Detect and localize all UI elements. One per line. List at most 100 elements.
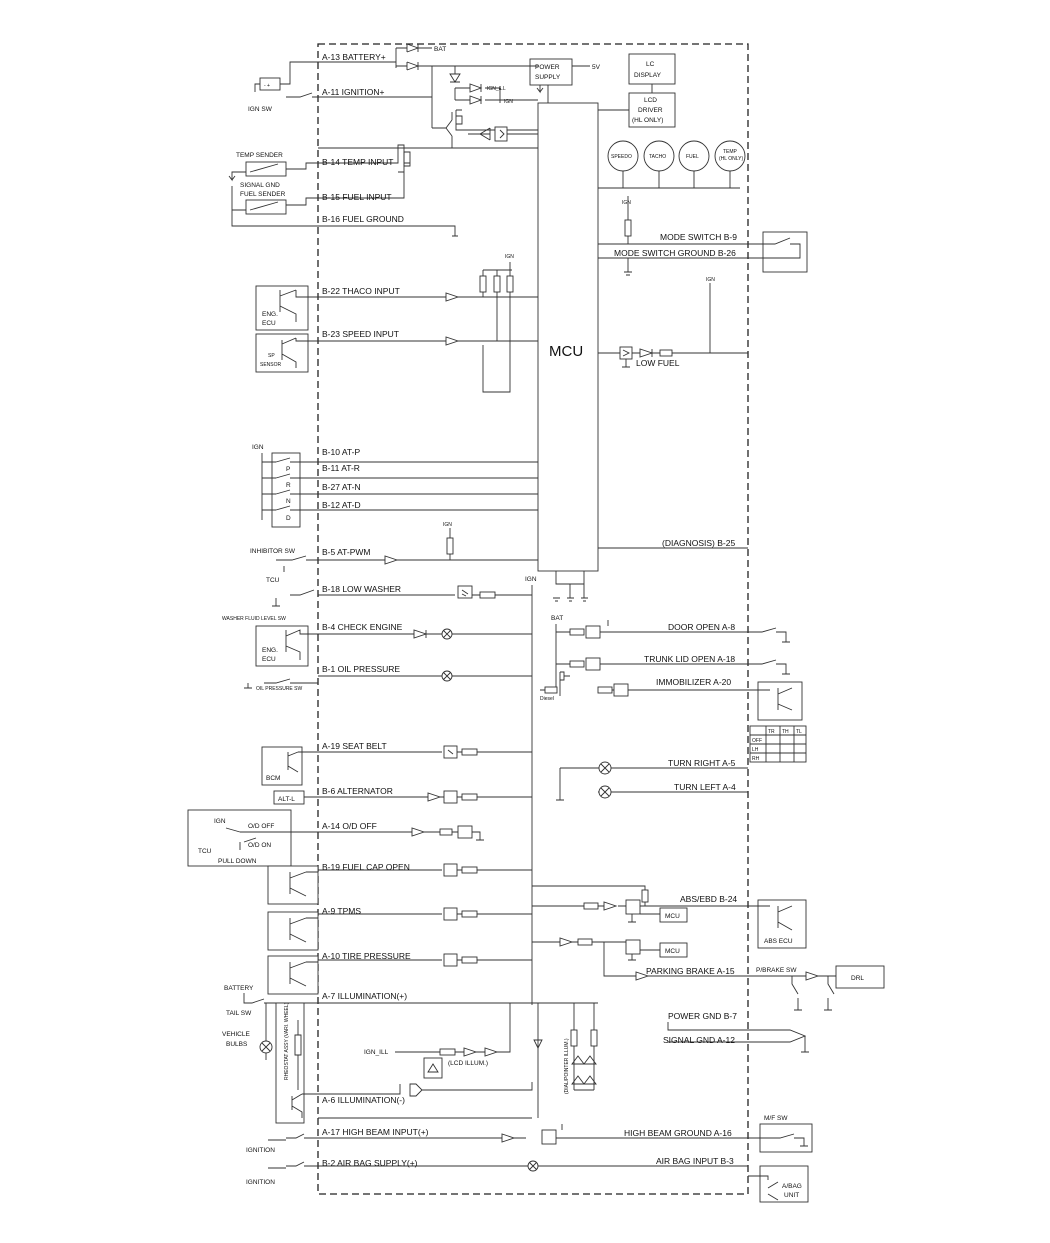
prnd-d: D (286, 515, 291, 522)
left-pin-label: B-12 AT-D (322, 500, 361, 510)
lc-display-label-2: DISPLAY (634, 72, 662, 79)
lcd-driver-label-2: DRIVER (638, 107, 663, 114)
battery-symbol (259, 77, 281, 91)
lcd-driver-label-1: LCD (644, 97, 657, 104)
turn-th: TH (782, 729, 789, 735)
left-pin-labels: A-13 BATTERY+A-11 IGNITION+B-14 TEMP INP… (322, 52, 429, 1168)
left-pin-label: B-2 AIR BAG SUPPLY(+) (322, 1158, 418, 1168)
tcu-label-1: TCU (266, 577, 280, 584)
abs-ecu-label: ABS ECU (764, 938, 793, 945)
left-pin-label: A-10 TIRE PRESSURE (322, 951, 411, 961)
turn-tl: TL (796, 729, 802, 735)
power-supply-box (529, 58, 573, 86)
prnd-n: N (286, 498, 291, 505)
left-pin-label: A-14 O/D OFF (322, 821, 377, 831)
temp-sender-box (245, 161, 287, 177)
left-pin-label: A-9 TPMS (322, 906, 361, 916)
ign-ill-label: IGN_ILL (364, 1049, 389, 1056)
dial-illum-label: (DIAL/POINTER ILLUM.) (564, 1038, 570, 1094)
diesel-label: Diesel (540, 696, 554, 702)
drl-label: DRL (851, 975, 864, 982)
right-pin-label: LOW FUEL (636, 358, 680, 368)
battery-label: BATTERY (224, 985, 254, 992)
tacho-label: TACHO (649, 154, 666, 160)
temp-sender-label: TEMP SENDER (236, 152, 283, 159)
left-pin-label: B-22 THACO INPUT (322, 286, 400, 296)
ign-pwm-label: IGN (443, 522, 452, 528)
drl-box (835, 965, 885, 989)
rheostat-box (275, 1002, 305, 1124)
left-pin-label: A-13 BATTERY+ (322, 52, 386, 62)
left-pin-label: B-27 AT-N (322, 482, 361, 492)
airbag-unit-box (759, 1165, 809, 1203)
p-brake-sw-label: P/BRAKE SW (756, 967, 797, 974)
temp-gauge (714, 140, 746, 172)
left-pin-label: B-19 FUEL CAP OPEN (322, 862, 410, 872)
washer-sw-label: WASHER FLUID LEVEL SW (222, 616, 286, 622)
turn-lh: LH (752, 747, 759, 753)
lcd-illum-label: (LCD ILLUM.) (448, 1060, 488, 1067)
alt-l-label: ALT-L (278, 796, 295, 803)
cluster-boundary (317, 43, 749, 1195)
turn-rh: RH (752, 756, 760, 762)
right-pin-label: POWER GND B-7 (668, 1011, 737, 1021)
bat-label-top: BAT (434, 46, 446, 53)
left-pin-label: A-19 SEAT BELT (322, 741, 387, 751)
sp-sensor-label-2: SENSOR (260, 362, 282, 368)
tcu-label-2: TCU (198, 848, 212, 855)
left-pin-label: B-16 FUEL GROUND (322, 214, 404, 224)
mf-sw-label: M/F SW (764, 1115, 788, 1122)
prnd-switch-box (271, 452, 301, 528)
eng-ecu-label-2b: ECU (262, 656, 276, 663)
ign-ill-top: IGN_ILL (487, 86, 506, 92)
speedo-label: SPEEDO (611, 154, 632, 160)
lcd-driver-label-3: (HL ONLY) (632, 117, 663, 124)
od-block (187, 809, 292, 867)
left-pin-label: B-4 CHECK ENGINE (322, 622, 403, 632)
turn-off: OFF (752, 738, 762, 744)
left-pin-label: B-1 OIL PRESSURE (322, 664, 400, 674)
alt-l-box (273, 790, 305, 805)
mcu-small-box-1 (659, 907, 688, 923)
power-supply-label-1: POWER (535, 64, 560, 71)
right-pin-label: (DIAGNOSIS) B-25 (662, 538, 735, 548)
mcu-small-2: MCU (665, 948, 680, 955)
tail-sw-label: TAIL SW (226, 1010, 252, 1017)
left-pin-label: B-6 ALTERNATOR (322, 786, 393, 796)
eng-ecu-label-1a: ENG. (262, 311, 278, 318)
temp-label-2: (HL ONLY) (719, 156, 744, 162)
left-pin-label: A-11 IGNITION+ (322, 87, 384, 97)
eng-ecu-label-2a: ENG. (262, 647, 278, 654)
ignition-label-2: IGNITION (246, 1179, 275, 1186)
turn-tr: TR (768, 729, 775, 735)
vehicle-bulbs-label-1: VEHICLE (222, 1031, 250, 1038)
airbag-unit-label-2: UNIT (784, 1192, 799, 1199)
ign-lowfuel-label: IGN (706, 277, 715, 283)
rheostat-label: RHEOSTAT ASSY (VARI. WHEEL) (284, 1002, 290, 1080)
ign-mode-label: IGN (622, 200, 631, 206)
right-pin-label: TRUNK LID OPEN A-18 (644, 654, 735, 664)
right-pin-label: TURN LEFT A-4 (674, 782, 736, 792)
a7-label-dup: A-7 ILLUMINATION(+) (322, 991, 407, 1001)
signal-gnd-label: SIGNAL GND (240, 182, 280, 189)
right-pin-label: IMMOBILIZER A-20 (656, 677, 731, 687)
right-pin-label: TURN RIGHT A-5 (668, 758, 736, 768)
ign-sw-label: IGN SW (248, 106, 273, 113)
right-pin-label: MODE SWITCH GROUND B-26 (614, 248, 736, 258)
ignition-label-1: IGNITION (246, 1147, 275, 1154)
eng-ecu-label-1b: ECU (262, 320, 276, 327)
fuel-sender-label: FUEL SENDER (240, 191, 286, 198)
ign-prnd-label: IGN (252, 444, 264, 451)
bat-label-right: BAT (551, 615, 563, 622)
left-pin-label: B-23 SPEED INPUT (322, 329, 399, 339)
airbag-unit-label-1: A/BAG (782, 1183, 802, 1190)
fuel-sender-box (245, 199, 287, 215)
eng-ecu-box-1 (255, 285, 309, 331)
right-pin-label: MODE SWITCH B-9 (660, 232, 737, 242)
right-pin-label: PARKING BRAKE A-15 (646, 966, 735, 976)
fuel-label: FUEL (686, 154, 699, 160)
temp-label-1: TEMP (723, 149, 738, 155)
bcm-label: BCM (266, 775, 280, 782)
